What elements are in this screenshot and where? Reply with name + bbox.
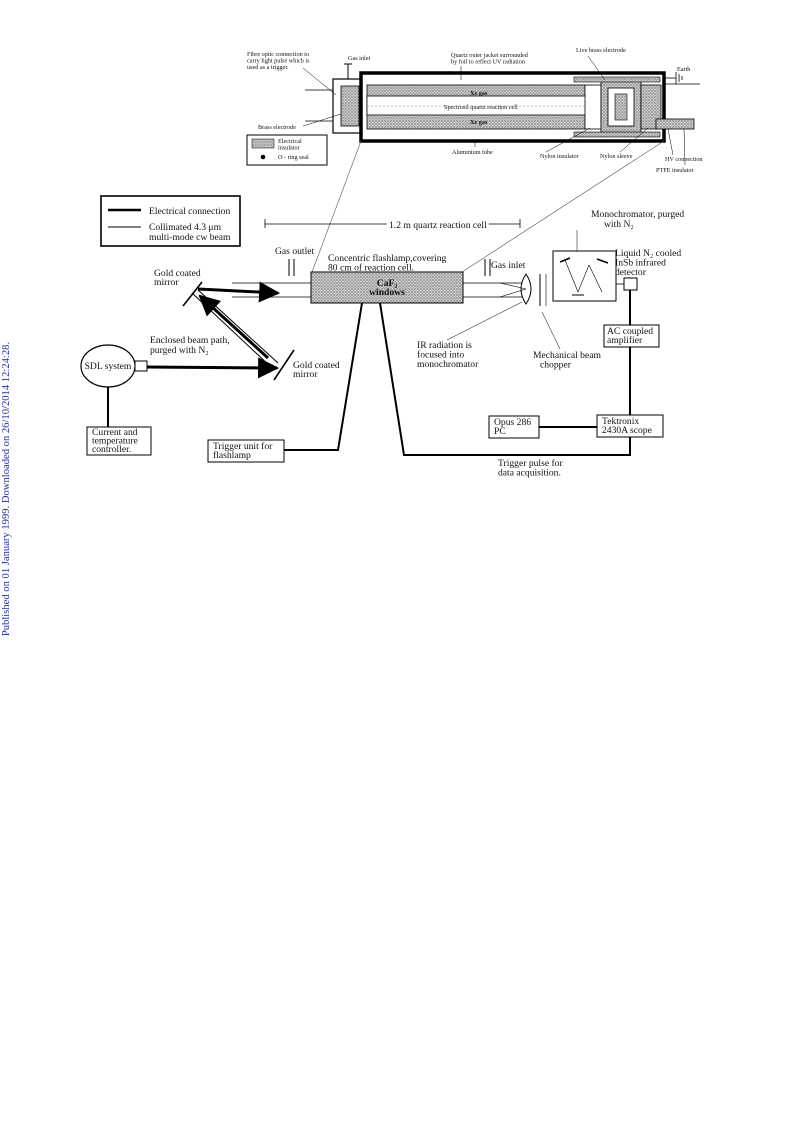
cell-length-label: 1.2 m quartz reaction cell xyxy=(389,220,487,231)
nylon-sleeve-label: Nylon sleeve xyxy=(600,153,633,160)
nylon-insulator-label: Nylon insulator xyxy=(540,153,579,160)
nylon-insulator xyxy=(584,84,602,130)
gas-inlet-label: Gas inlet xyxy=(491,260,526,271)
beam-arrow-top xyxy=(197,281,281,303)
spectrosil-label: Spectrosil quartz reaction cell xyxy=(444,104,518,111)
left-electrode-block xyxy=(340,85,360,127)
xe-gas-bottom-label: Xe gas xyxy=(470,119,488,126)
o-ring-dot xyxy=(260,154,266,160)
sdl-system-label: SDL system xyxy=(85,361,132,372)
gas-outlet-pipe xyxy=(288,259,295,276)
brass-electrode-label: Brass electrode xyxy=(258,124,296,131)
ac-amplifier-box xyxy=(603,324,660,348)
xe-gas-top-label: Xe gas xyxy=(470,90,488,97)
gas-inlet-pipe xyxy=(484,259,491,276)
hv-connection-label: HV connection xyxy=(665,156,703,163)
beam-arrow-diagonal xyxy=(198,294,270,360)
projection-line-right xyxy=(461,140,665,273)
reaction-cell xyxy=(310,271,464,304)
legend-oring-label: O - ring seal xyxy=(278,154,309,161)
gold-mirror-bottom xyxy=(273,349,295,381)
nylon-sleeve xyxy=(640,84,662,130)
mechanical-chopper xyxy=(539,274,547,306)
line-legend-box xyxy=(100,195,241,247)
live-electrode-label: Live brass electrode xyxy=(576,47,626,54)
beam-arrow-sdl xyxy=(146,357,280,379)
wire-flashlamp-trigger xyxy=(284,302,363,451)
monochromator xyxy=(552,250,617,302)
controller-box xyxy=(86,426,152,456)
insb-detector xyxy=(623,277,638,291)
earth-label: Earth xyxy=(677,66,691,73)
sdl-output-port xyxy=(134,360,148,372)
projection-line-left xyxy=(311,140,362,273)
enclosed-path-label: Enclosed beam path,purged with N₂ xyxy=(150,335,230,356)
legend-electrical-label: Electrical connection xyxy=(149,206,230,217)
electrical-connections xyxy=(107,290,631,456)
beam-path xyxy=(146,281,281,379)
gas-outlet-label: Gas outlet xyxy=(275,246,315,257)
aluminium-tube-label: Aluminium tube xyxy=(452,149,493,156)
insulator-swatch xyxy=(251,138,275,149)
inset-gas-inlet-label: Gas inlet xyxy=(348,55,370,62)
hv-connector xyxy=(655,118,695,130)
ptfe-insulator-label: PTFE insulator xyxy=(656,167,694,174)
earth-symbol xyxy=(664,72,683,84)
wire-trigger-pulse xyxy=(379,302,631,456)
